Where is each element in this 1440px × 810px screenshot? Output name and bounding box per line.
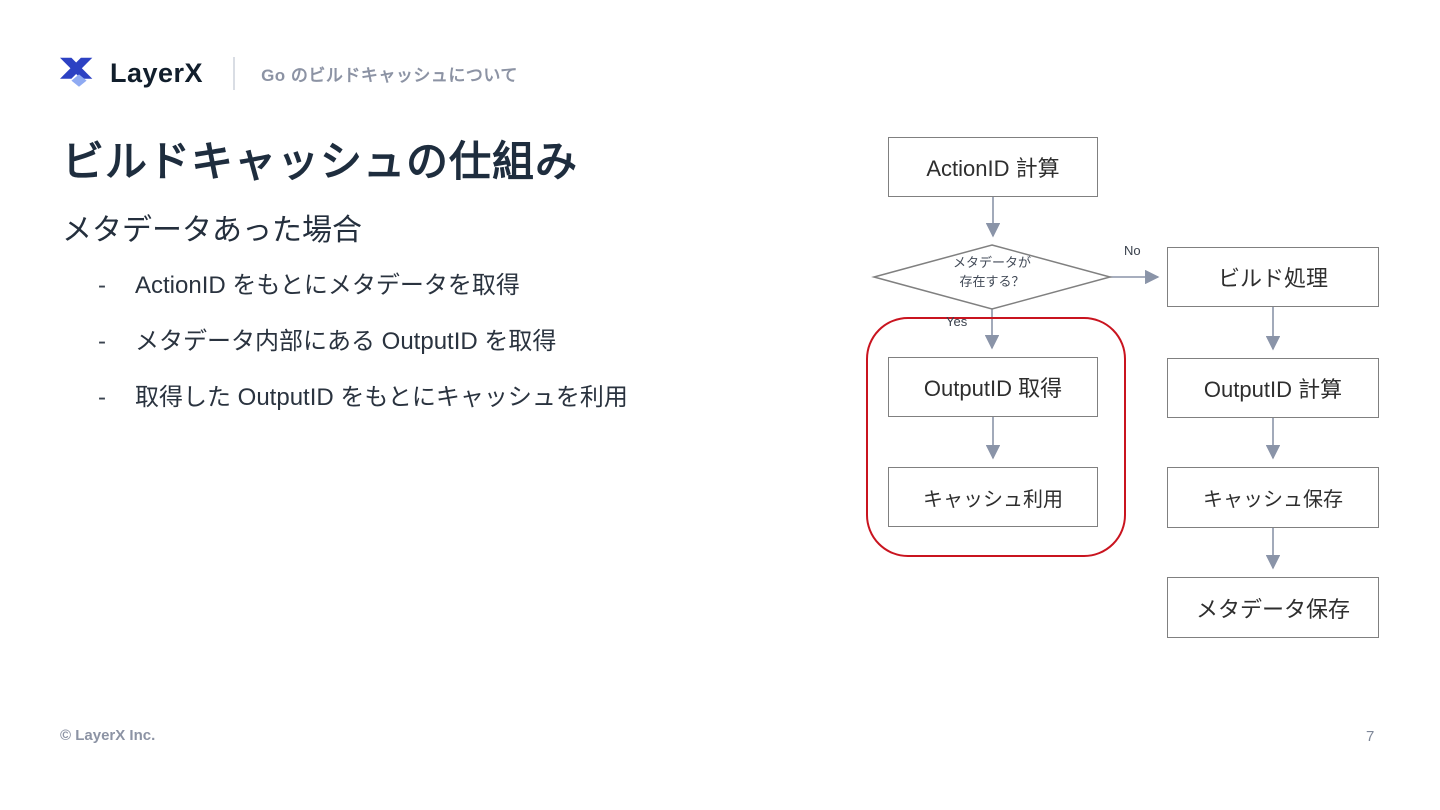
bullet-marker: - — [98, 272, 106, 299]
bullet-marker: - — [98, 327, 106, 355]
copyright: © LayerX Inc. — [60, 727, 156, 744]
header: LayerX Go のビルドキャッシュについて — [58, 52, 518, 94]
decision-line2: 存在する？ — [959, 273, 1025, 289]
highlight-cached-path — [866, 317, 1126, 557]
decision-line1: メタデータが — [952, 255, 1031, 270]
header-divider — [233, 56, 236, 90]
node-build-process: ビルド処理 — [1167, 247, 1379, 307]
node-actionid-calc: ActionID 計算 — [888, 137, 1098, 197]
node-outputid-get: OutputID 取得 — [888, 357, 1098, 417]
bullet-item: - 取得した OutputID をもとにキャッシュを利用 — [98, 384, 628, 413]
bullet-text: メタデータ内部にある OutputID を取得 — [135, 327, 557, 355]
node-metadata-save: メタデータ保存 — [1167, 577, 1379, 638]
node-cache-use: キャッシュ利用 — [888, 467, 1098, 527]
bullet-item: - メタデータ内部にある OutputID を取得 — [98, 328, 628, 357]
page-title: ビルドキャッシュの仕組み — [62, 138, 579, 185]
branch-label-no: No — [1124, 243, 1141, 258]
deck-title: Go のビルドキャッシュについて — [261, 65, 518, 85]
node-outputid-calc: OutputID 計算 — [1167, 358, 1379, 418]
bullet-item: - ActionID をもとにメタデータを取得 — [98, 272, 628, 301]
bullet-list: - ActionID をもとにメタデータを取得 - メタデータ内部にある Out… — [98, 272, 628, 439]
logo-wordmark: LayerX — [110, 57, 204, 88]
page-number: 7 — [1366, 728, 1375, 745]
node-metadata-exists-label: メタデータが 存在する？ — [912, 254, 1072, 292]
bullet-text: 取得した OutputID をもとにキャッシュを利用 — [135, 383, 628, 411]
layerx-logo-icon — [60, 57, 93, 87]
page-subtitle: メタデータあった場合 — [62, 214, 362, 247]
bullet-text: ActionID をもとにメタデータを取得 — [135, 272, 520, 299]
bullet-marker: - — [98, 383, 106, 411]
node-cache-save: キャッシュ保存 — [1167, 467, 1379, 528]
branch-label-yes: Yes — [946, 314, 968, 329]
